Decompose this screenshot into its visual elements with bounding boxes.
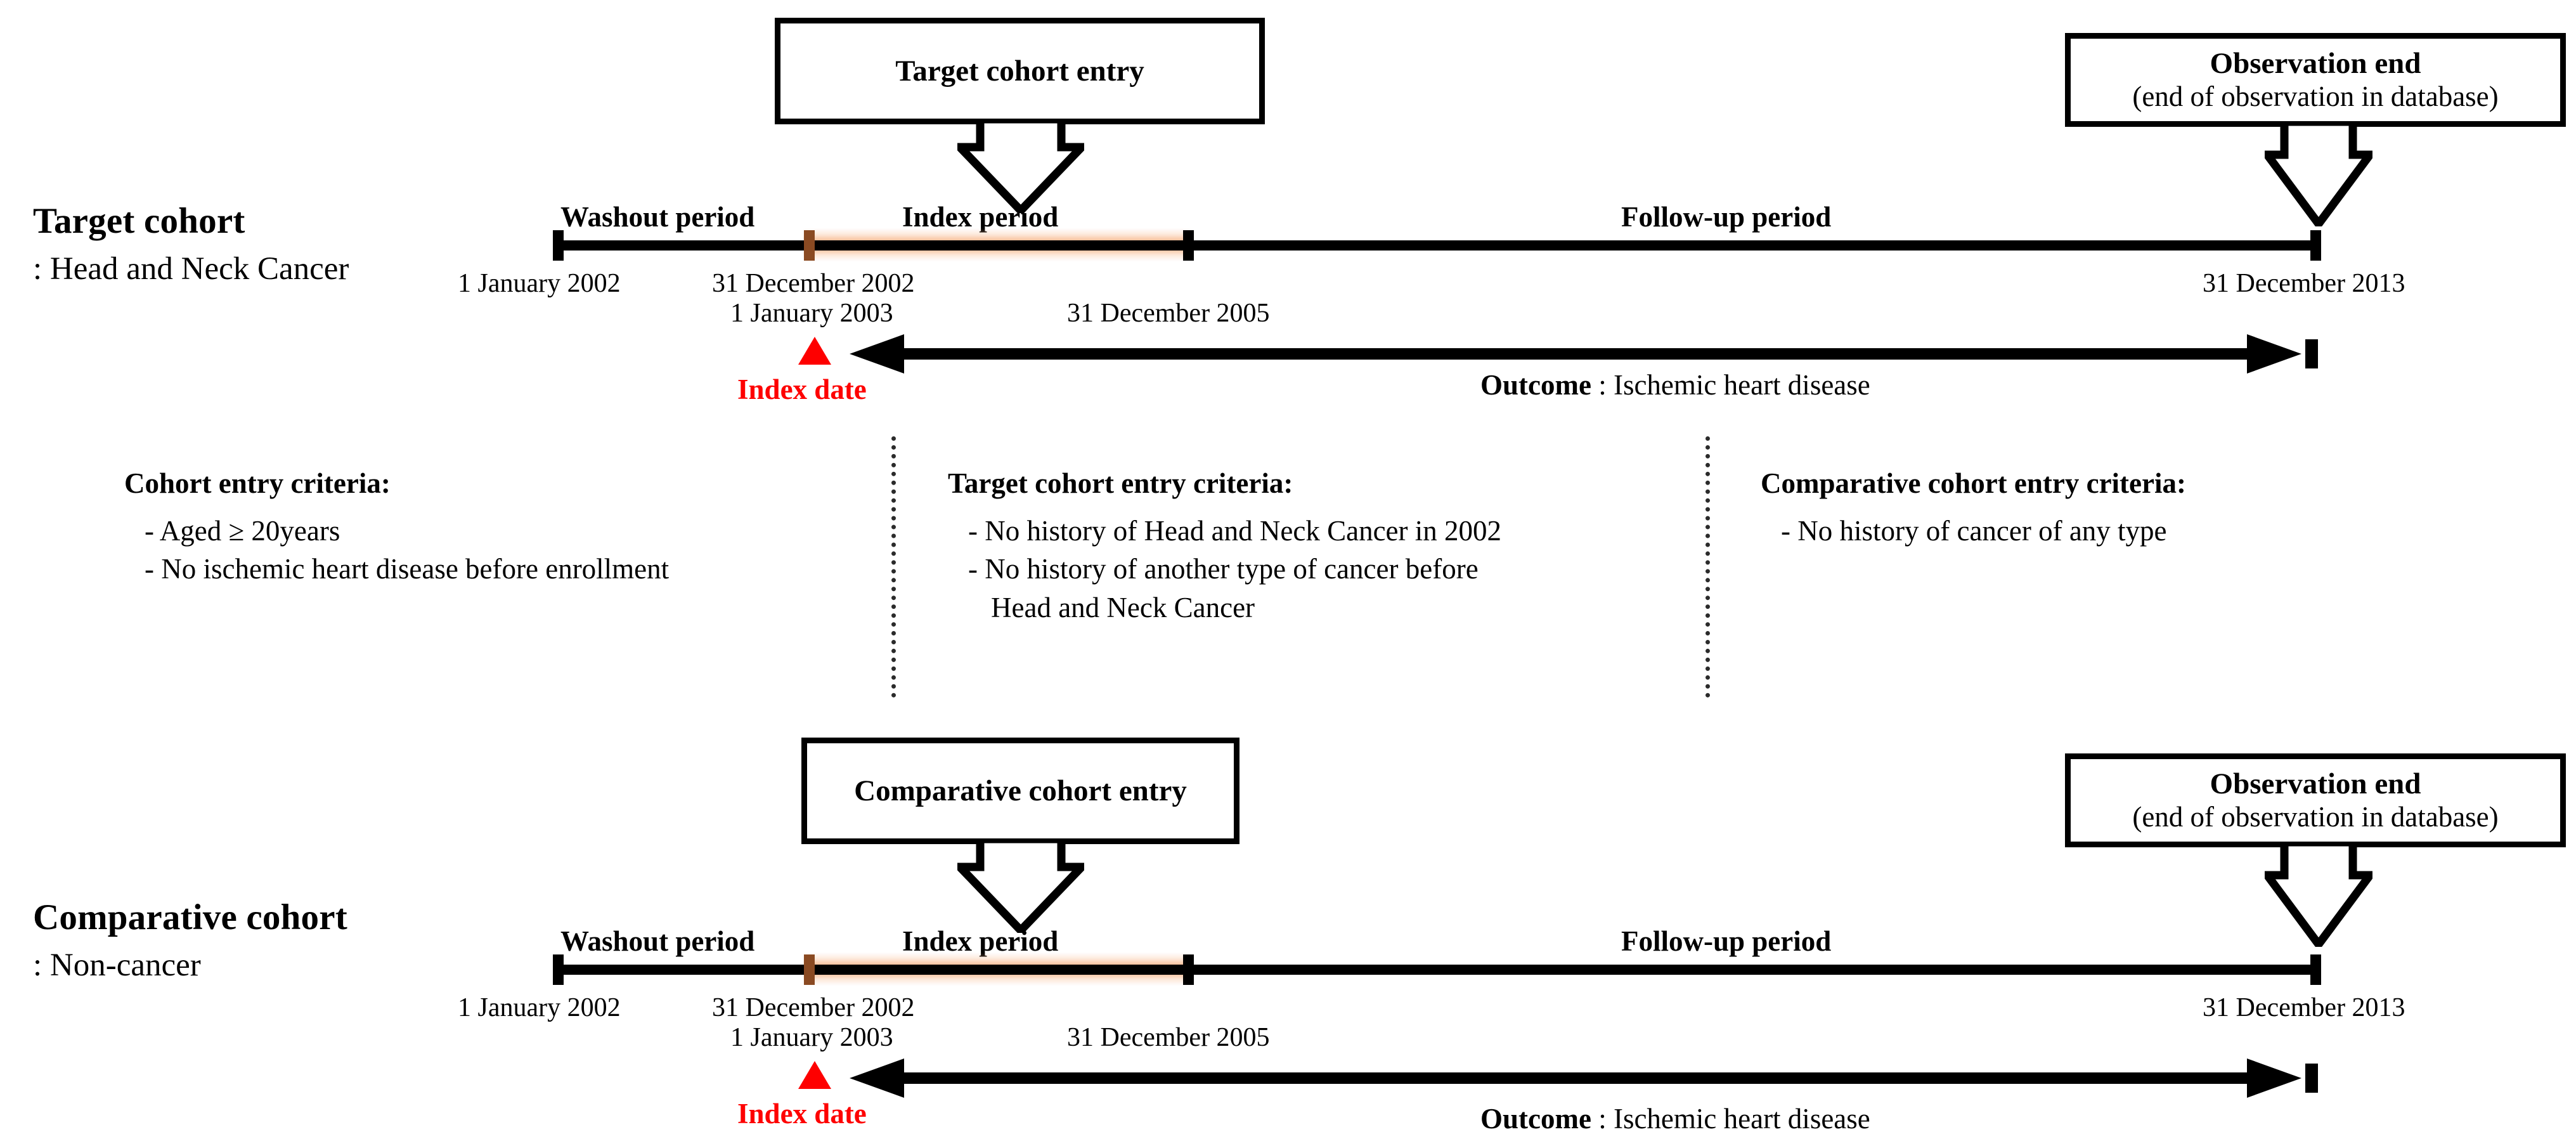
target-date-start: 1 January 2002 xyxy=(458,269,621,298)
comparative-tick-index-start xyxy=(804,954,815,985)
criteria-divider-left xyxy=(891,436,896,698)
target-tick-index-end xyxy=(1183,230,1194,261)
cohort-entry-criteria-item: - No ischemic heart disease before enrol… xyxy=(145,553,670,585)
target-index-period-label: Index period xyxy=(902,201,1059,233)
comparative-observation-end-subtitle: (end of observation in database) xyxy=(2132,801,2499,833)
comparative-date-washout-end: 31 December 2002 xyxy=(712,993,915,1022)
comparative-date-observation-end: 31 December 2013 xyxy=(2203,993,2405,1022)
comparative-index-period-label: Index period xyxy=(902,925,1059,957)
comparative-washout-period-label: Washout period xyxy=(560,925,755,957)
comparative-date-index-end: 31 December 2005 xyxy=(1067,1023,1270,1052)
target-cohort-label: Target cohort : Head and Neck Cancer xyxy=(33,203,349,285)
cohort-entry-criteria-title: Cohort entry criteria: xyxy=(124,467,391,499)
comparative-cohort-subtitle: : Non-cancer xyxy=(33,947,201,983)
comparative-index-date-label: Index date xyxy=(737,1098,867,1130)
target-observation-end-title: Observation end xyxy=(2210,47,2421,81)
comparative-cohort-entry-title: Comparative cohort entry xyxy=(854,774,1187,807)
comparative-tick-observation-end xyxy=(2310,954,2321,985)
target-cohort-entry-title: Target cohort entry xyxy=(895,54,1144,88)
comparative-outcome-bold: Outcome xyxy=(1480,1103,1591,1135)
target-date-observation-end: 31 December 2013 xyxy=(2203,269,2405,298)
target-cohort-subtitle: : Head and Neck Cancer xyxy=(33,251,349,287)
comparative-cohort-name: Comparative cohort xyxy=(33,897,347,937)
target-followup-period-label: Follow-up period xyxy=(1621,201,1832,233)
comparative-followup-period-label: Follow-up period xyxy=(1621,925,1832,957)
comparative-outcome-arrow-icon xyxy=(850,1058,2318,1098)
target-observation-end-subtitle: (end of observation in database) xyxy=(2132,81,2499,113)
comparative-date-start: 1 January 2002 xyxy=(458,993,621,1022)
target-outcome-bold: Outcome xyxy=(1480,369,1591,401)
target-tick-index-start xyxy=(804,230,815,261)
target-washout-period-label: Washout period xyxy=(560,201,755,233)
target-index-date-marker-icon xyxy=(798,337,831,365)
comparative-cohort-label: Comparative cohort : Non-cancer xyxy=(33,899,347,982)
comparative-observation-end-box: Observation end (end of observation in d… xyxy=(2065,753,2566,847)
target-entry-criteria-title: Target cohort entry criteria: xyxy=(948,467,1293,499)
comparative-observation-end-title: Observation end xyxy=(2210,767,2421,801)
target-outcome-label: Outcome : Ischemic heart disease xyxy=(1480,371,1870,400)
target-cohort-entry-arrow-icon xyxy=(957,119,1084,213)
comparative-index-date-marker-icon xyxy=(798,1061,831,1089)
target-tick-start xyxy=(553,230,564,261)
target-outcome-arrow-icon xyxy=(850,334,2318,374)
target-cohort-entry-box: Target cohort entry xyxy=(775,18,1265,124)
comparative-entry-criteria-title: Comparative cohort entry criteria: xyxy=(1761,467,2186,499)
comparative-outcome-rest: : Ischemic heart disease xyxy=(1591,1103,1870,1135)
comparative-observation-end-arrow-icon xyxy=(2265,842,2372,947)
target-entry-criteria-item: - No history of another type of cancer b… xyxy=(968,553,1479,585)
target-cohort-name: Target cohort xyxy=(33,201,245,241)
target-entry-criteria-item-continued: Head and Neck Cancer xyxy=(991,591,1255,623)
comparative-tick-start xyxy=(553,954,564,985)
target-outcome-rest: : Ischemic heart disease xyxy=(1591,369,1870,401)
comparative-date-index-start: 1 January 2003 xyxy=(730,1023,893,1052)
target-timeline-bar xyxy=(553,240,2321,251)
comparative-entry-criteria-block: Comparative cohort entry criteria: - No … xyxy=(1761,469,2186,550)
comparative-outcome-label: Outcome : Ischemic heart disease xyxy=(1480,1105,1870,1133)
criteria-divider-right xyxy=(1705,436,1710,698)
comparative-entry-criteria-item: - No history of cancer of any type xyxy=(1781,515,2167,547)
cohort-entry-criteria-block: Cohort entry criteria: - Aged ≥ 20years … xyxy=(124,469,669,589)
target-entry-criteria-block: Target cohort entry criteria: - No histo… xyxy=(948,469,1501,627)
target-date-washout-end: 31 December 2002 xyxy=(712,269,915,298)
target-observation-end-arrow-icon xyxy=(2265,122,2372,226)
target-date-index-end: 31 December 2005 xyxy=(1067,299,1270,328)
comparative-cohort-entry-box: Comparative cohort entry xyxy=(801,738,1239,844)
target-index-date-label: Index date xyxy=(737,374,867,405)
target-observation-end-box: Observation end (end of observation in d… xyxy=(2065,33,2566,127)
target-date-index-start: 1 January 2003 xyxy=(730,299,893,328)
comparative-timeline-bar xyxy=(553,965,2321,975)
target-tick-observation-end xyxy=(2310,230,2321,261)
cohort-entry-criteria-item: - Aged ≥ 20years xyxy=(145,515,340,547)
comparative-cohort-entry-arrow-icon xyxy=(957,839,1084,933)
comparative-tick-index-end xyxy=(1183,954,1194,985)
target-entry-criteria-item: - No history of Head and Neck Cancer in … xyxy=(968,515,1502,547)
